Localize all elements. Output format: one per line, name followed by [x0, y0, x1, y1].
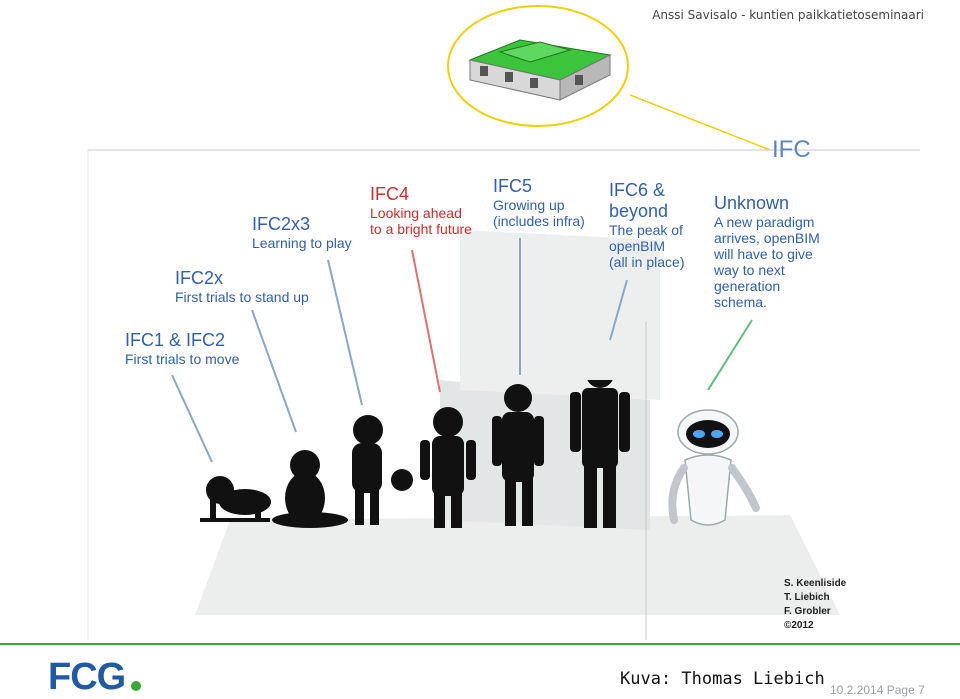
fcg-logo-dot [131, 681, 142, 691]
credits: S. Keenliside T. Liebich F. Grobler ©201… [784, 577, 846, 633]
fcg-logo-text: FCG [48, 656, 126, 698]
stage-name: IFC2x3 [252, 214, 311, 234]
credit-line: ©2012 [784, 620, 814, 631]
stage-ifc6: IFC6 & beyond The peak of openBIM (all i… [609, 180, 684, 270]
sitting-baby-silhouette [272, 450, 348, 528]
stage-name: IFC6 & [609, 180, 666, 200]
header-text: Anssi Savisalo - kuntien paikkatietosemi… [652, 8, 924, 22]
fcg-logo: FCG [48, 656, 142, 699]
stage-name: IFC1 & IFC2 [125, 330, 226, 350]
adult-silhouette [570, 380, 630, 528]
ifc-title: IFC [772, 136, 811, 163]
credit-line: F. Grobler [784, 606, 831, 617]
older-child-silhouette [492, 384, 544, 526]
growth-silhouettes [200, 380, 760, 528]
stage-desc: Looking ahead [370, 205, 462, 221]
stage-desc: arrives, openBIM [714, 230, 820, 246]
stage-desc: Growing up [493, 197, 565, 213]
stage-desc: First trials to move [125, 351, 240, 367]
stage-ifc1: IFC1 & IFC2 First trials to move [125, 330, 239, 367]
child-silhouette [420, 407, 476, 528]
stage-desc: generation [714, 278, 781, 294]
robot-silhouette [668, 409, 760, 526]
date-page: 10.2.2014 Page 7 [830, 683, 925, 697]
image-credit: Kuva: Thomas Liebich [620, 669, 825, 689]
stage-name: IFC2x [175, 268, 224, 288]
stage-desc: The peak of [609, 222, 683, 238]
stage-desc: way to next [714, 262, 785, 278]
stage-desc: Learning to play [252, 235, 352, 251]
stage-desc: A new paradigm [714, 214, 815, 230]
stage-unknown: Unknown A new paradigm arrives, openBIM … [714, 193, 820, 310]
stage-name: beyond [609, 201, 669, 221]
building-model-illustration [447, 5, 629, 127]
stage-desc: will have to give [714, 246, 813, 262]
stage-ifc2x3: IFC2x3 Learning to play [252, 214, 352, 251]
toddler-with-ball-silhouette [352, 415, 413, 525]
stage-ifc5: IFC5 Growing up (includes infra) [493, 176, 585, 229]
stage-desc: (includes infra) [493, 213, 585, 229]
stage-name: IFC4 [370, 184, 410, 204]
stage-ifc4: IFC4 Looking ahead to a bright future [370, 184, 472, 237]
stage-name: IFC5 [493, 176, 533, 196]
stage-desc: openBIM [609, 238, 666, 254]
stage-desc: schema. [714, 294, 767, 310]
stage-name: Unknown [714, 193, 790, 213]
stage-desc: (all in place) [609, 254, 685, 270]
credit-line: S. Keenliside [784, 578, 847, 589]
credit-line: T. Liebich [784, 592, 830, 603]
stage-ifc2x: IFC2x First trials to stand up [175, 268, 309, 305]
stage-desc: First trials to stand up [175, 289, 309, 305]
crawling-baby-silhouette [200, 476, 271, 522]
footer-divider [0, 643, 960, 645]
stage-desc: to a bright future [370, 221, 472, 237]
